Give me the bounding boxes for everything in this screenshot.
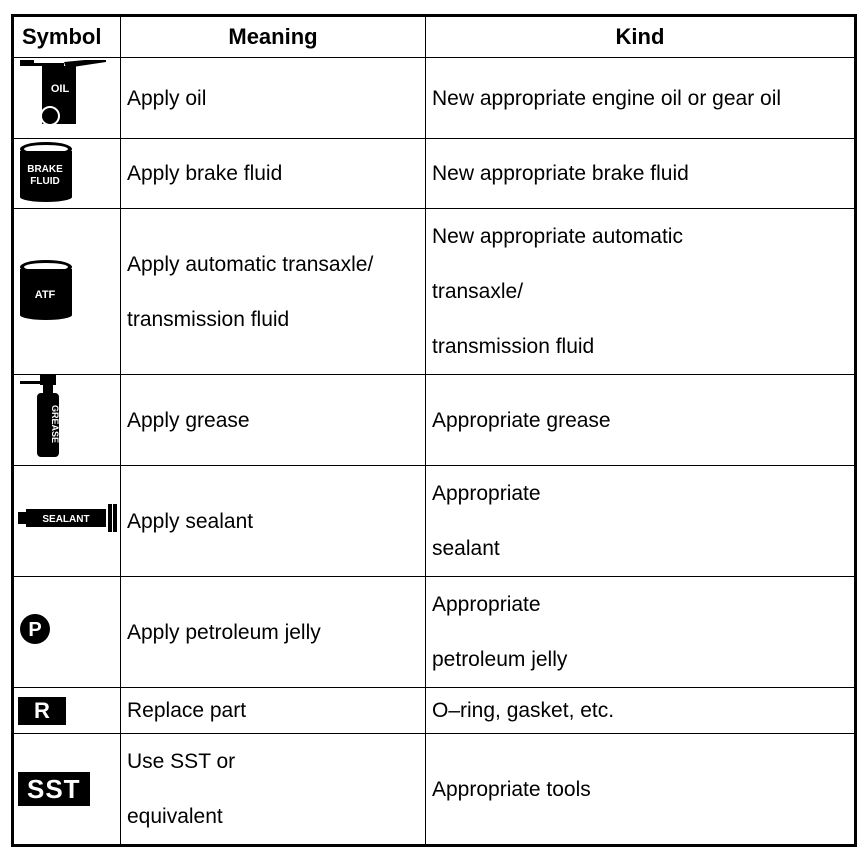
symbol-cell: P xyxy=(12,576,121,688)
table-row: ATF Apply automatic transaxle/ transmiss… xyxy=(12,208,856,375)
symbol-cell: GREASE xyxy=(12,374,121,466)
kind-cell: Appropriate tools xyxy=(425,733,856,846)
header-row: Symbol Meaning Kind xyxy=(12,15,856,58)
symbol-table: Symbol Meaning Kind OIL xyxy=(11,14,857,847)
meaning-line: Apply petroleum jelly xyxy=(127,620,321,644)
grease-can-icon: GREASE xyxy=(18,375,78,464)
meaning-cell: Apply grease xyxy=(120,374,426,466)
kind-cell: New appropriate automatic transaxle/ tra… xyxy=(425,208,856,375)
kind-cell: New appropriate engine oil or gear oil xyxy=(425,57,856,139)
sst-icon: SST xyxy=(18,772,90,806)
svg-text:P: P xyxy=(28,619,41,641)
symbol-cell: R xyxy=(12,687,121,734)
symbol-cell: BRAKE FLUID xyxy=(12,138,121,209)
petroleum-jelly-icon: P xyxy=(18,614,52,651)
sealant-tube-icon: SEALANT xyxy=(18,504,118,540)
meaning-cell: Apply brake fluid xyxy=(120,138,426,209)
meaning-cell: Apply oil xyxy=(120,57,426,139)
kind-line: New appropriate brake fluid xyxy=(432,162,689,185)
meaning-line: Use SST or xyxy=(127,750,236,773)
meaning-line: Apply sealant xyxy=(127,509,254,533)
header-symbol: Symbol xyxy=(12,15,121,58)
meaning-line: Replace part xyxy=(127,698,247,722)
kind-line: petroleum jelly xyxy=(432,648,568,671)
meaning-line: Apply automatic transaxle/ xyxy=(127,252,374,276)
meaning-cell: Apply petroleum jelly xyxy=(120,576,426,688)
kind-line: transaxle/ xyxy=(432,280,524,303)
svg-text:GREASE: GREASE xyxy=(50,405,60,443)
kind-line: Appropriate grease xyxy=(432,408,611,432)
kind-cell: Appropriate sealant xyxy=(425,465,856,577)
symbol-cell: SST xyxy=(12,733,121,846)
svg-text:OIL: OIL xyxy=(51,83,70,95)
oil-can-icon: OIL xyxy=(18,58,110,135)
meaning-cell: Replace part xyxy=(120,687,426,734)
svg-text:ATF: ATF xyxy=(35,289,56,301)
table-row: P Apply petroleum jelly Appropriate petr… xyxy=(12,576,856,688)
meaning-line: Apply grease xyxy=(127,408,250,432)
svg-text:FLUID: FLUID xyxy=(30,176,59,187)
kind-cell: New appropriate brake fluid xyxy=(425,138,856,209)
header-kind: Kind xyxy=(425,15,856,58)
header-meaning: Meaning xyxy=(120,15,426,58)
table-row: GREASE Apply grease Appropriate grease xyxy=(12,374,856,466)
table-row: BRAKE FLUID Apply brake fluid New approp… xyxy=(12,138,856,209)
kind-line: New appropriate engine oil or gear oil xyxy=(432,86,782,110)
kind-line: Appropriate xyxy=(432,482,541,505)
brake-fluid-can-icon: BRAKE FLUID xyxy=(18,141,78,207)
kind-line: transmission fluid xyxy=(432,335,595,358)
replace-part-icon: R xyxy=(18,696,66,725)
meaning-line: equivalent xyxy=(127,805,223,828)
atf-can-icon: ATF xyxy=(18,259,78,325)
meaning-line: Apply oil xyxy=(127,86,207,110)
kind-cell: Appropriate petroleum jelly xyxy=(425,576,856,688)
symbol-cell: SEALANT xyxy=(12,465,121,577)
meaning-cell: Use SST or equivalent xyxy=(120,733,426,846)
table-row: SEALANT Apply sealant Appropriate sealan… xyxy=(12,465,856,577)
table-row: R Replace part O–ring, gasket, etc. xyxy=(12,687,856,734)
table-row: SST Use SST or equivalent Appropriate to… xyxy=(12,733,856,846)
kind-cell: Appropriate grease xyxy=(425,374,856,466)
table-row: OIL Apply oil New appropriate engine oil… xyxy=(12,57,856,139)
svg-text:SEALANT: SEALANT xyxy=(42,514,89,525)
meaning-cell: Apply sealant xyxy=(120,465,426,577)
svg-text:BRAKE: BRAKE xyxy=(27,164,63,175)
meaning-cell: Apply automatic transaxle/ transmission … xyxy=(120,208,426,375)
meaning-line: Apply brake fluid xyxy=(127,162,283,185)
kind-line: O–ring, gasket, etc. xyxy=(432,698,615,722)
kind-line: Appropriate tools xyxy=(432,777,591,801)
meaning-line: transmission fluid xyxy=(127,307,290,331)
kind-cell: O–ring, gasket, etc. xyxy=(425,687,856,734)
symbol-cell: OIL xyxy=(12,57,121,139)
kind-line: Appropriate xyxy=(432,593,541,616)
kind-line: sealant xyxy=(432,537,500,560)
symbol-cell: ATF xyxy=(12,208,121,375)
kind-line: New appropriate automatic xyxy=(432,225,683,248)
